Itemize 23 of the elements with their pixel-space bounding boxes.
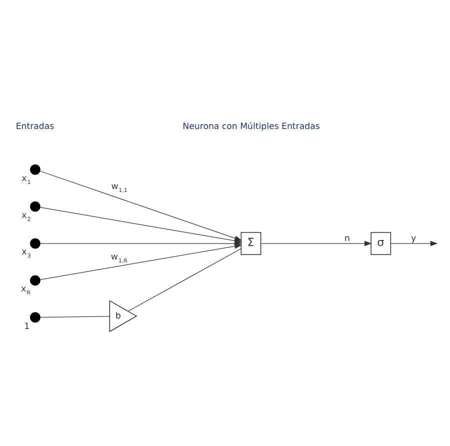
node-circle — [30, 274, 40, 286]
connector — [128, 248, 242, 312]
edge-label: y — [411, 234, 416, 244]
label: Entradas — [16, 121, 54, 132]
arrow — [260, 240, 372, 246]
edge-label: w$_{1,1}$ — [111, 181, 128, 194]
edge-label: w$_{1,R}$ — [110, 252, 128, 264]
node-label: x$_{1}$ — [22, 173, 31, 186]
edge-label: n — [344, 234, 350, 244]
node-box: σ — [370, 232, 392, 254]
node-label: 1 — [24, 322, 30, 332]
node-label: x$_{2}$ — [22, 210, 31, 222]
node-label: x$_{R}$ — [21, 284, 30, 296]
arrow — [40, 243, 242, 280]
node-box: Σ — [240, 232, 262, 254]
label: Neurona con Múltiples Entradas — [182, 121, 320, 132]
node-circle — [30, 238, 40, 248]
node-circle — [30, 164, 40, 174]
node-circle — [30, 312, 40, 322]
arrow — [390, 240, 438, 246]
connector — [40, 315, 110, 318]
node-circle — [30, 200, 40, 212]
node-label: x$_{3}$ — [22, 247, 31, 260]
